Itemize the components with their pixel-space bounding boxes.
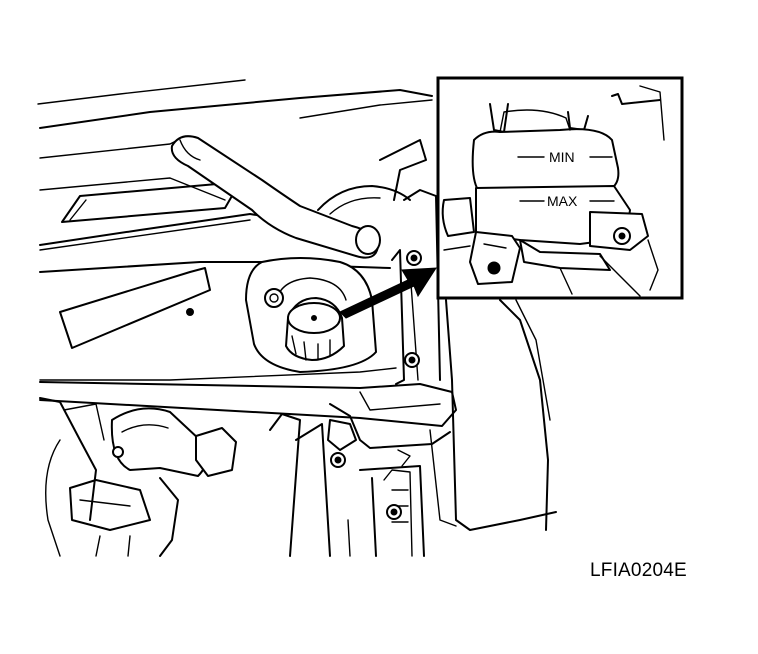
hood-panel (37, 79, 433, 251)
radiator-hose (170, 135, 381, 259)
side-panel (379, 139, 441, 385)
figure-code: LFIA0204E (590, 560, 687, 581)
fender-body (429, 299, 557, 531)
max-level-label: MAX (547, 193, 578, 209)
strut-tower (317, 185, 411, 215)
reservoir-cap (245, 257, 377, 373)
radiator-support (269, 413, 425, 557)
inset-detail: MIN MAX (436, 76, 684, 300)
cross-member (39, 381, 457, 449)
min-level-label: MIN (549, 149, 575, 165)
pointer-arrow (339, 267, 437, 319)
fender-bracket (61, 181, 241, 223)
engine-components (39, 397, 237, 557)
